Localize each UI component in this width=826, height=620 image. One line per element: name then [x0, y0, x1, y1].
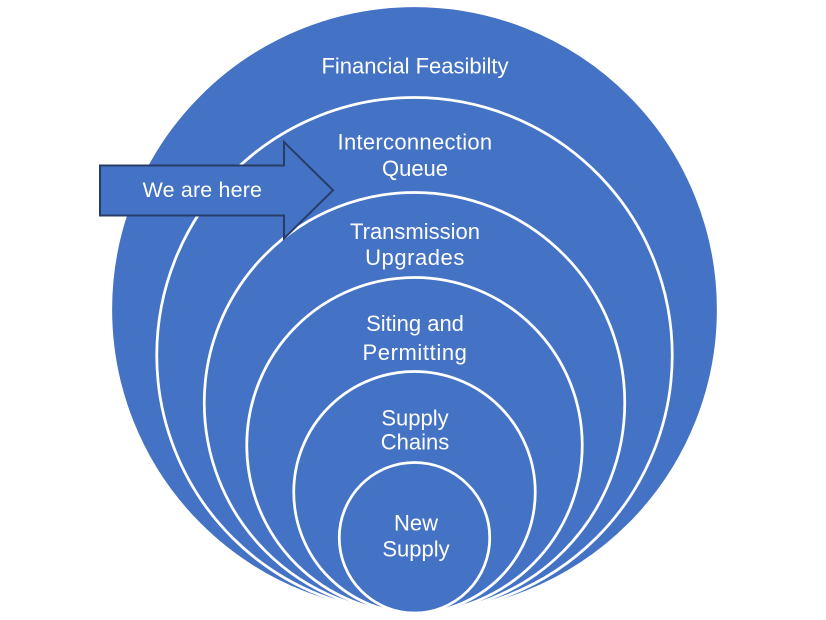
svg-text:Supply: Supply [381, 405, 448, 430]
svg-text:Permitting: Permitting [362, 340, 467, 365]
svg-text:Siting and: Siting and [366, 311, 464, 336]
svg-text:Supply: Supply [382, 536, 449, 561]
svg-text:Financial Feasibilty: Financial Feasibilty [321, 54, 508, 79]
svg-text:Interconnection: Interconnection [338, 130, 493, 155]
svg-text:New: New [394, 511, 438, 536]
svg-text:Queue: Queue [382, 156, 448, 181]
svg-text:Transmission: Transmission [350, 219, 480, 244]
svg-text:Chains: Chains [381, 429, 449, 454]
svg-text:We are here: We are here [143, 178, 263, 202]
svg-text:Upgrades: Upgrades [365, 245, 465, 270]
